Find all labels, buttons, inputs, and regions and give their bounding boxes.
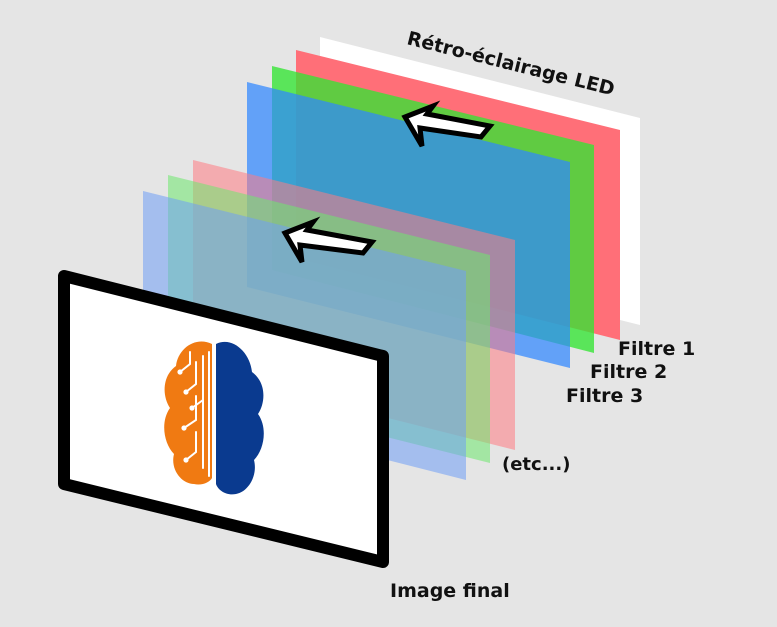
filter-3-label: Filtre 3	[566, 385, 643, 407]
brain-circuit-icon	[164, 341, 264, 495]
light-direction-arrow-icon	[401, 100, 495, 148]
light-direction-arrow-icon	[281, 216, 377, 264]
filter-1-label: Filtre 1	[618, 338, 695, 360]
final-image-label: Image final	[390, 580, 510, 602]
etc-label: (etc...)	[502, 454, 570, 475]
filter-2-label: Filtre 2	[590, 361, 667, 383]
